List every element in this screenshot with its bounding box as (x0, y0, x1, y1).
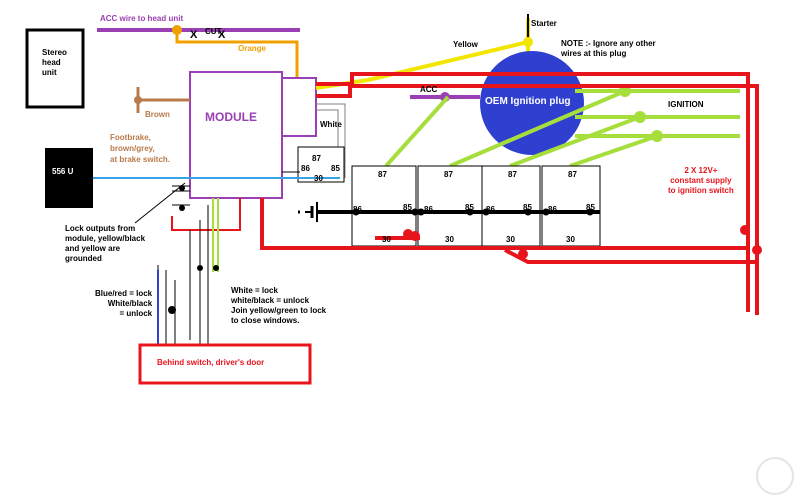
acc-wire-label: ACC wire to head unit (100, 14, 184, 23)
blue-red-label: Blue/red = lock White/black = unlock (95, 289, 153, 318)
module-box (189, 71, 283, 199)
relay-bank (351, 165, 601, 247)
driver-door-switch-box (138, 343, 312, 385)
white-lock-label: White = lock white/black = unlock Join y… (231, 286, 327, 325)
relay-3-pin-30: 30 (506, 235, 515, 244)
small-relay (297, 146, 345, 183)
relay-4-pin-30: 30 (566, 235, 575, 244)
small-relay-pin-85: 85 (331, 164, 340, 173)
note-label: NOTE :- Ignore any other wires at this p… (561, 39, 656, 58)
small-relay-pin-86: 86 (301, 164, 310, 173)
remote-label: 556 U (52, 167, 74, 176)
brown-label: Brown (145, 110, 170, 119)
relay-2 (417, 165, 483, 247)
relay-2-pin-30: 30 (445, 235, 454, 244)
small-relay-pin-30: 30 (314, 174, 323, 183)
relay-2-pin-85: 85 (465, 203, 474, 212)
red-junctions (403, 225, 762, 259)
ignition-junctions (619, 85, 663, 142)
relay-3-pin-86: 86 (486, 205, 495, 214)
stereo-head-unit (25, 28, 85, 109)
lock-junctions (168, 185, 219, 314)
relay-3-pin-85: 85 (523, 203, 532, 212)
lock-outputs-label: Lock outputs from module, yellow/black a… (65, 224, 146, 263)
acc-wire-to-head-unit: X X (97, 25, 300, 41)
relay-1-pin-85: 85 (403, 203, 412, 212)
relay-3-pin-87: 87 (508, 170, 517, 179)
small-relay-pin-87: 87 (312, 154, 321, 163)
lime-lock-wires (212, 198, 219, 272)
driver-door-label: Behind switch, driver's door (157, 358, 265, 367)
yellow-label: Yellow (453, 40, 478, 49)
relay-2-pin-86: 86 (424, 205, 433, 214)
relay-3 (481, 165, 541, 247)
relay-2-pin-87: 87 (444, 170, 453, 179)
remote-556u (45, 148, 93, 208)
svg-text:X: X (190, 29, 198, 41)
cut-label: CUT (205, 27, 222, 36)
footbrake-label: Footbrake, brown/grey, at brake switch. (110, 133, 171, 164)
ignition-label: IGNITION (668, 100, 704, 109)
stereo-head-unit-label: Stereo head unit (42, 48, 67, 77)
brown-wire (134, 87, 190, 113)
ground-junctions (352, 208, 594, 216)
svg-text:X: X (218, 29, 226, 41)
relay-1-pin-86: 86 (353, 205, 362, 214)
module-label: MODULE (205, 110, 257, 124)
relay-4-pin-85: 85 (586, 203, 595, 212)
relay-1-pin-30: 30 (382, 235, 391, 244)
starter-label: Starter (531, 19, 557, 28)
white-label: White (320, 120, 342, 129)
orange-label: Orange (238, 44, 267, 53)
red-supply-wires (316, 72, 759, 315)
relay-4 (541, 165, 601, 247)
orange-wire (175, 30, 299, 78)
supply-label: 2 X 12V+ constant supply to ignition swi… (668, 166, 734, 195)
relay-1-pin-87: 87 (378, 170, 387, 179)
oem-ignition-plug (480, 51, 584, 155)
relay-4-pin-87: 87 (568, 170, 577, 179)
module-side-box (281, 77, 317, 137)
watermark-logo (756, 457, 794, 495)
relay-4-pin-86: 86 (548, 205, 557, 214)
oem-plug-label: OEM Ignition plug (485, 96, 571, 107)
acc-label: ACC (420, 85, 438, 94)
ground-bus (298, 202, 600, 222)
lock-outputs-pointer (134, 182, 186, 224)
